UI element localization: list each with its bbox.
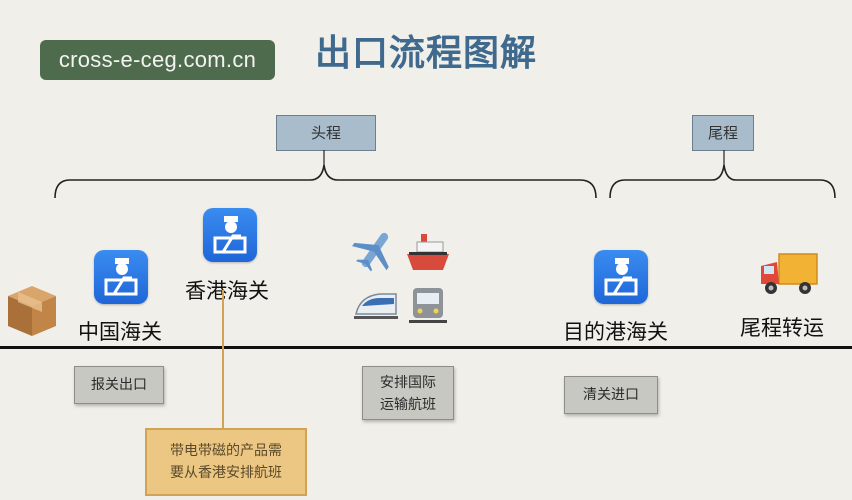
note-intl-flight-line2: 运输航班 [380, 397, 436, 413]
stage-hk-customs: 香港海关 [185, 279, 269, 303]
airplane-icon [352, 232, 389, 272]
phase-braces [54, 150, 836, 199]
customs-officer-icon [94, 250, 148, 304]
stage-last-mile: 尾程转运 [740, 316, 824, 340]
callout-connector [222, 290, 224, 430]
ship-icon [407, 234, 449, 270]
note-intl-flight: 安排国际 运输航班 [362, 366, 454, 420]
phase-tag-tail: 尾程 [692, 115, 754, 151]
truck-icon [761, 253, 818, 294]
callout-note: 带电带磁的产品需 要从香港安排航班 [145, 428, 307, 496]
stage-china-customs: 中国海关 [78, 320, 162, 344]
callout-line1: 带电带磁的产品需 [170, 443, 282, 459]
stage-dest-customs: 目的港海关 [563, 320, 668, 344]
phase-tag-head: 头程 [276, 115, 376, 151]
timeline-axis [0, 346, 852, 349]
head-brace [54, 164, 597, 199]
package-icon [8, 286, 56, 336]
note-export-declare: 报关出口 [74, 366, 164, 404]
tail-brace [609, 164, 836, 199]
page-title: 出口流程图解 [314, 33, 537, 74]
train-icon [354, 293, 398, 319]
customs-officer-icon [203, 208, 257, 262]
note-import-clear: 清关进口 [564, 376, 658, 414]
note-intl-flight-line1: 安排国际 [380, 375, 436, 391]
callout-line2: 要从香港安排航班 [170, 465, 282, 481]
metro-icon [409, 288, 447, 323]
customs-officer-icon [594, 250, 648, 304]
watermark: cross-e-ceg.com.cn [40, 40, 275, 80]
